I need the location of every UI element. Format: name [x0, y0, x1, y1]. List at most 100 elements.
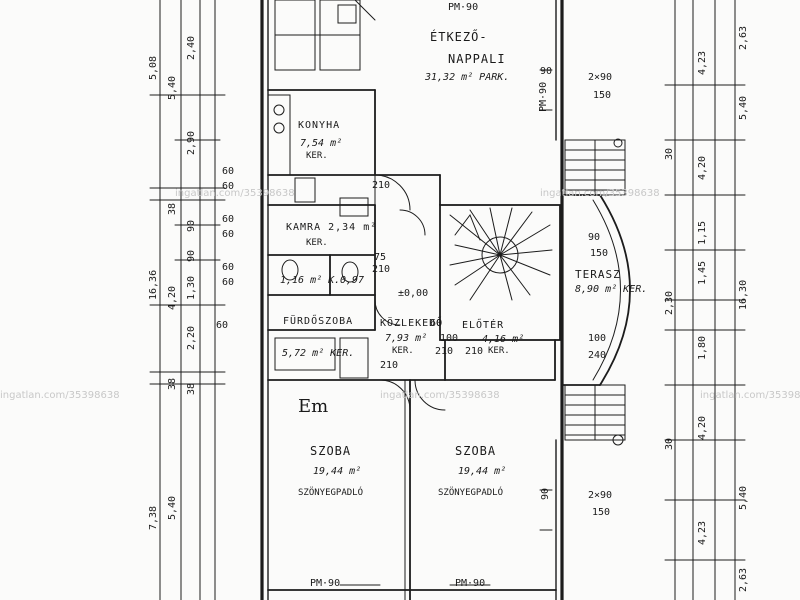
dim-210-c: 210	[380, 360, 399, 371]
left-mid-dim-2: 38	[167, 202, 178, 215]
left-outer-dim-2: 16,36	[148, 269, 159, 300]
room-floor-kozlek: KER.	[392, 346, 414, 356]
dim-60-h: 60	[430, 318, 443, 329]
spiral-stairs	[449, 207, 553, 301]
interior-walls	[267, 89, 561, 600]
terrace-240-label: 240	[588, 350, 607, 361]
dim-60-c: 60	[222, 214, 235, 225]
left-dimension-lines	[149, 0, 226, 600]
right-inner-dim-2: 2,30	[664, 290, 675, 315]
room-name-szoba-2: SZOBA	[455, 444, 497, 458]
dim-60-a: 60	[222, 166, 235, 177]
top-window-label: 90	[540, 66, 553, 77]
room-area-furdo: 5,72 m² KER.	[282, 348, 355, 359]
dim-60-e: 60	[222, 262, 235, 273]
room-area-konyha: 7,54 m²	[300, 138, 343, 149]
room-area-szoba-2: 19,44 m²	[458, 466, 507, 477]
top-right-window-height: 150	[593, 90, 612, 101]
room-area-terasz: 8,90 m² KER.	[575, 284, 648, 295]
room-name-etkezo-2: NAPPALI	[448, 52, 506, 66]
right-mid-dim-2: 4,20	[697, 155, 708, 180]
right-dimension-lines	[664, 0, 746, 600]
left-mid-dim-5: 5,40	[167, 495, 178, 520]
room-area-kozlek: 7,93 m²	[385, 333, 428, 344]
right-mid-dim-6: 4,20	[697, 415, 708, 440]
left-inner-dim-4: 90	[186, 249, 197, 262]
room-name-kamra: KAMRA 2,34 m²	[286, 222, 378, 233]
room-floor-konyha: KER.	[306, 151, 328, 161]
right-mid-dim-5: 1,80	[697, 335, 708, 360]
room-area-szoba-1: 19,44 m²	[313, 466, 362, 477]
watermark-1: ingatlan.com/35398638	[175, 188, 295, 199]
left-mid-dim-4: 38	[167, 377, 178, 390]
left-inner-dim-6: 2,20	[186, 325, 197, 350]
right-inner-dim-3: 30	[664, 437, 675, 450]
left-inner-dim-1: 2,40	[186, 35, 197, 60]
bottom-mid-door-label: PM·90	[455, 578, 486, 589]
right-outer-dim-2: 5,40	[738, 95, 749, 120]
room-area-wc: 1,16 m² K.	[280, 275, 341, 286]
dim-210-d: 210	[465, 346, 484, 357]
pm90-vertical-label: PM·90	[538, 81, 549, 112]
left-inner-dim-7: 38	[186, 382, 197, 395]
bottom-right-window-label: 2×90	[588, 490, 613, 501]
watermark-5: ingatlan.com/35398638	[700, 390, 800, 401]
right-inner-dim-1: 30	[664, 147, 675, 160]
room-name-szoba-1: SZOBA	[310, 444, 352, 458]
bottom-left-door-label: PM·90	[310, 578, 341, 589]
room-name-etkezo: ÉTKEZŐ-	[430, 30, 488, 44]
right-outer-dim-3: 16,30	[738, 279, 749, 310]
bath-fixtures	[274, 259, 369, 379]
level-mark: ±0,00	[398, 288, 429, 299]
top-left-door-label: PM·90	[448, 2, 479, 13]
dim-100: 100	[440, 333, 459, 344]
dim-60-f: 60	[222, 277, 235, 288]
dim-210-b: 210	[372, 264, 391, 275]
room-name-konyha: KONYHA	[298, 120, 341, 131]
room-floor-eloter: KER.	[488, 346, 510, 356]
terrace-90-label: 90	[588, 232, 601, 243]
room-area-wc2: 0,97	[340, 275, 365, 286]
bottom-vertical-90-label: 90	[540, 487, 551, 500]
right-outer-dim-5: 2,63	[738, 567, 749, 592]
left-outer-dim-3: 7,38	[148, 505, 159, 530]
em-label: Em	[298, 396, 329, 417]
room-floor-szoba-1: SZÖNYEGPADLÓ	[298, 488, 364, 498]
left-mid-dim-3: 4,20	[167, 285, 178, 310]
dim-210-e: 210	[435, 346, 454, 357]
dim-210-a: 210	[372, 180, 391, 191]
dim-60-b: 60	[222, 181, 235, 192]
left-inner-dim-2: 2,90	[186, 130, 197, 155]
right-mid-dim-3: 1,15	[697, 220, 708, 245]
right-outer-dim-4: 5,40	[738, 485, 749, 510]
left-inner-dim-5: 1,30	[186, 275, 197, 300]
room-name-kozlek: KÖZLEKEDŐ	[380, 318, 444, 329]
terrace-100-label: 100	[588, 333, 607, 344]
room-name-furdo: FÜRDŐSZOBA	[283, 316, 354, 327]
bottom-right-window-height: 150	[592, 507, 611, 518]
watermark-3: ingatlan.com/35398638	[0, 390, 120, 401]
right-mid-dim-1: 4,23	[697, 50, 708, 75]
left-mid-dim-1: 5,40	[167, 75, 178, 100]
dim-75: 75	[374, 252, 387, 263]
top-right-window-label: 2×90	[588, 72, 613, 83]
room-floor-szoba-2: SZÖNYEGPADLÓ	[438, 488, 504, 498]
terrace-steps	[564, 138, 626, 446]
dim-60-g: 60	[216, 320, 229, 331]
left-outer-dim-1: 5,08	[148, 55, 159, 80]
dim-60-d: 60	[222, 229, 235, 240]
watermark-4: ingatlan.com/35398638	[380, 390, 500, 401]
right-outer-dim-1: 2,63	[738, 25, 749, 50]
door-swings	[354, 0, 446, 411]
window-marks	[339, 69, 553, 586]
left-inner-dim-3: 90	[186, 219, 197, 232]
room-floor-kamra: KER.	[306, 238, 328, 248]
room-name-eloter: ELŐTÉR	[462, 320, 505, 331]
terrace-150-label: 150	[590, 248, 609, 259]
room-area-eloter: 4,16 m²	[482, 334, 525, 345]
right-mid-dim-7: 4,23	[697, 520, 708, 545]
watermark-2: ingatlan.com/35398638	[540, 188, 660, 199]
right-mid-dim-4: 1,45	[697, 260, 708, 285]
